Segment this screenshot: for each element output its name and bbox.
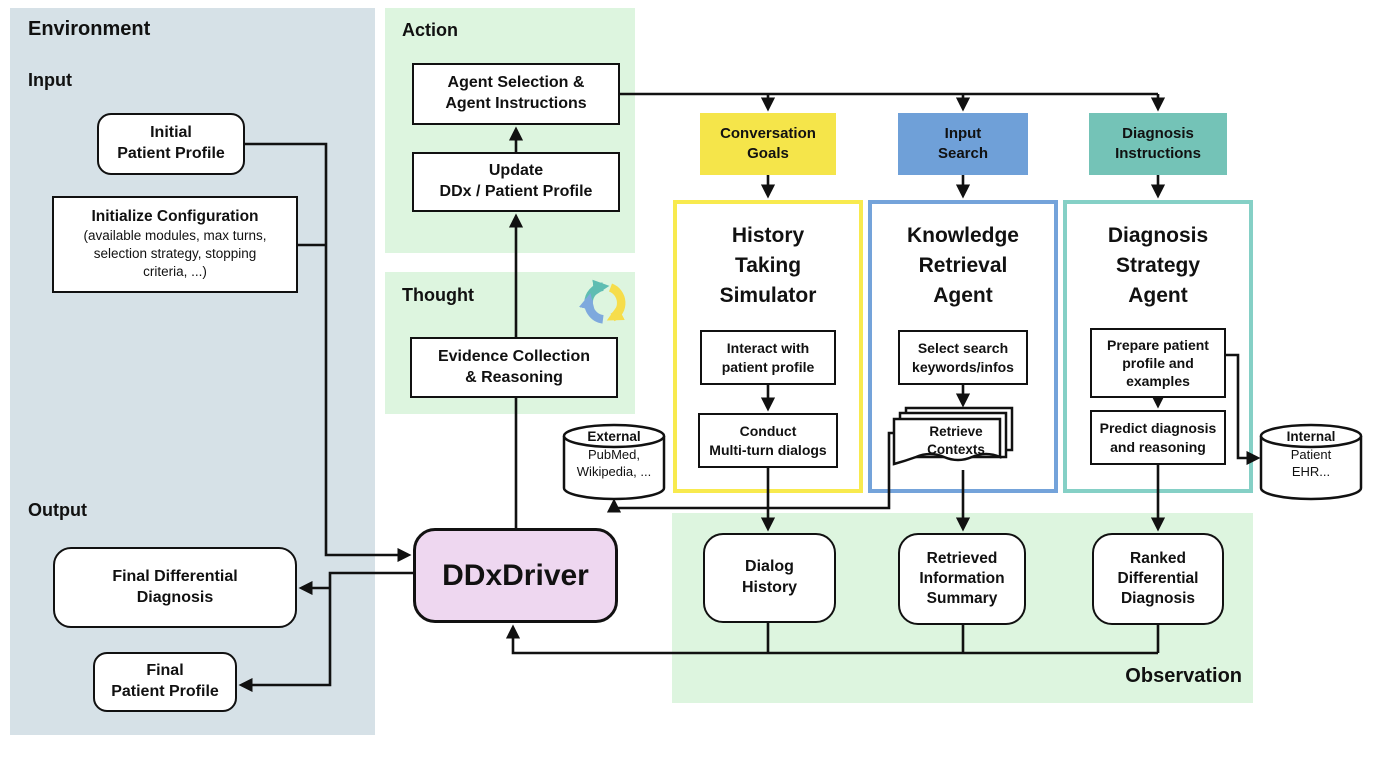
document-stack-icon bbox=[892, 406, 1014, 466]
retrieved-information-summary-box: Retrieved Information Summary bbox=[898, 533, 1026, 625]
thought-title: Thought bbox=[402, 285, 474, 305]
external-db-text: External PubMed, Wikipedia, ... bbox=[562, 428, 666, 480]
ranked-differential-diagnosis-box: Ranked Differential Diagnosis bbox=[1092, 533, 1224, 625]
retrieve-contexts-label: Retrieve Contexts bbox=[927, 424, 985, 457]
history-agent-title: History Taking Simulator bbox=[719, 224, 817, 308]
agent-selection-label: Agent Selection & Agent Instructions bbox=[445, 74, 587, 112]
input-search-label: Input Search bbox=[937, 124, 989, 162]
internal-db-detail: Patient EHR... bbox=[1290, 446, 1332, 479]
internal-db-title: Internal bbox=[1286, 429, 1336, 444]
initial-patient-profile-box: Initial Patient Profile bbox=[97, 113, 245, 175]
dialog-history-box: Dialog History bbox=[703, 533, 836, 623]
dialog-history-label: Dialog History bbox=[741, 558, 798, 596]
ddxdriver-box: DDxDriver bbox=[413, 528, 618, 623]
final-patient-profile-box: Final Patient Profile bbox=[93, 652, 237, 712]
action-title: Action bbox=[402, 20, 458, 40]
diagnosis-instructions-tag: Diagnosis Instructions bbox=[1089, 113, 1227, 175]
final-differential-diagnosis-label: Final Differential Diagnosis bbox=[112, 567, 238, 606]
select-search-keywords-box: Select search keywords/infos bbox=[898, 330, 1028, 385]
internal-db-text: Internal Patient EHR... bbox=[1259, 428, 1363, 480]
initialize-configuration-detail: (available modules, max turns, selection… bbox=[83, 228, 267, 279]
output-section-label: Output bbox=[28, 500, 87, 520]
retrieved-information-summary-label: Retrieved Information Summary bbox=[919, 549, 1005, 608]
external-db-title: External bbox=[587, 429, 641, 444]
knowledge-agent-title: Knowledge Retrieval Agent bbox=[906, 224, 1019, 308]
input-search-tag: Input Search bbox=[898, 113, 1028, 175]
observation-title: Observation bbox=[1125, 665, 1242, 687]
prepare-patient-profile-box: Prepare patient profile and examples bbox=[1090, 328, 1226, 398]
cycle-refresh-icon bbox=[578, 279, 626, 324]
predict-diagnosis-box: Predict diagnosis and reasoning bbox=[1090, 410, 1226, 465]
final-differential-diagnosis-box: Final Differential Diagnosis bbox=[53, 547, 297, 628]
evidence-collection-label: Evidence Collection & Reasoning bbox=[437, 347, 591, 386]
ddxdriver-label: DDxDriver bbox=[442, 558, 589, 592]
environment-title: Environment bbox=[28, 18, 151, 40]
prepare-patient-profile-label: Prepare patient profile and examples bbox=[1107, 336, 1209, 390]
ranked-differential-diagnosis-label: Ranked Differential Diagnosis bbox=[1117, 549, 1199, 608]
initialize-configuration-box: Initialize Configuration (available modu… bbox=[52, 196, 298, 293]
input-section-label: Input bbox=[28, 70, 72, 90]
predict-diagnosis-label: Predict diagnosis and reasoning bbox=[1099, 420, 1217, 455]
initial-patient-profile-label: Initial Patient Profile bbox=[117, 124, 225, 162]
action-panel bbox=[385, 8, 635, 253]
diagnosis-instructions-label: Diagnosis Instructions bbox=[1115, 124, 1201, 162]
conduct-dialogs-box: Conduct Multi-turn dialogs bbox=[698, 413, 838, 468]
interact-patient-profile-label: Interact with patient profile bbox=[721, 340, 815, 375]
database-cylinder-icon bbox=[1259, 423, 1363, 501]
interact-patient-profile-box: Interact with patient profile bbox=[700, 330, 836, 385]
evidence-collection-box: Evidence Collection & Reasoning bbox=[410, 337, 618, 398]
agent-selection-box: Agent Selection & Agent Instructions bbox=[412, 63, 620, 125]
conversation-goals-label: Conversation Goals bbox=[720, 124, 816, 162]
initialize-configuration-title: Initialize Configuration bbox=[91, 208, 259, 225]
conversation-goals-tag: Conversation Goals bbox=[700, 113, 836, 175]
update-ddx-patient-profile-label: Update DDx / Patient Profile bbox=[439, 162, 593, 200]
final-patient-profile-label: Final Patient Profile bbox=[111, 662, 219, 700]
diagnosis-agent-title: Diagnosis Strategy Agent bbox=[1107, 224, 1209, 308]
update-ddx-patient-profile-box: Update DDx / Patient Profile bbox=[412, 152, 620, 212]
select-search-keywords-label: Select search keywords/infos bbox=[912, 340, 1014, 375]
conduct-dialogs-label: Conduct Multi-turn dialogs bbox=[709, 423, 827, 458]
external-db-detail: PubMed, Wikipedia, ... bbox=[576, 446, 652, 479]
